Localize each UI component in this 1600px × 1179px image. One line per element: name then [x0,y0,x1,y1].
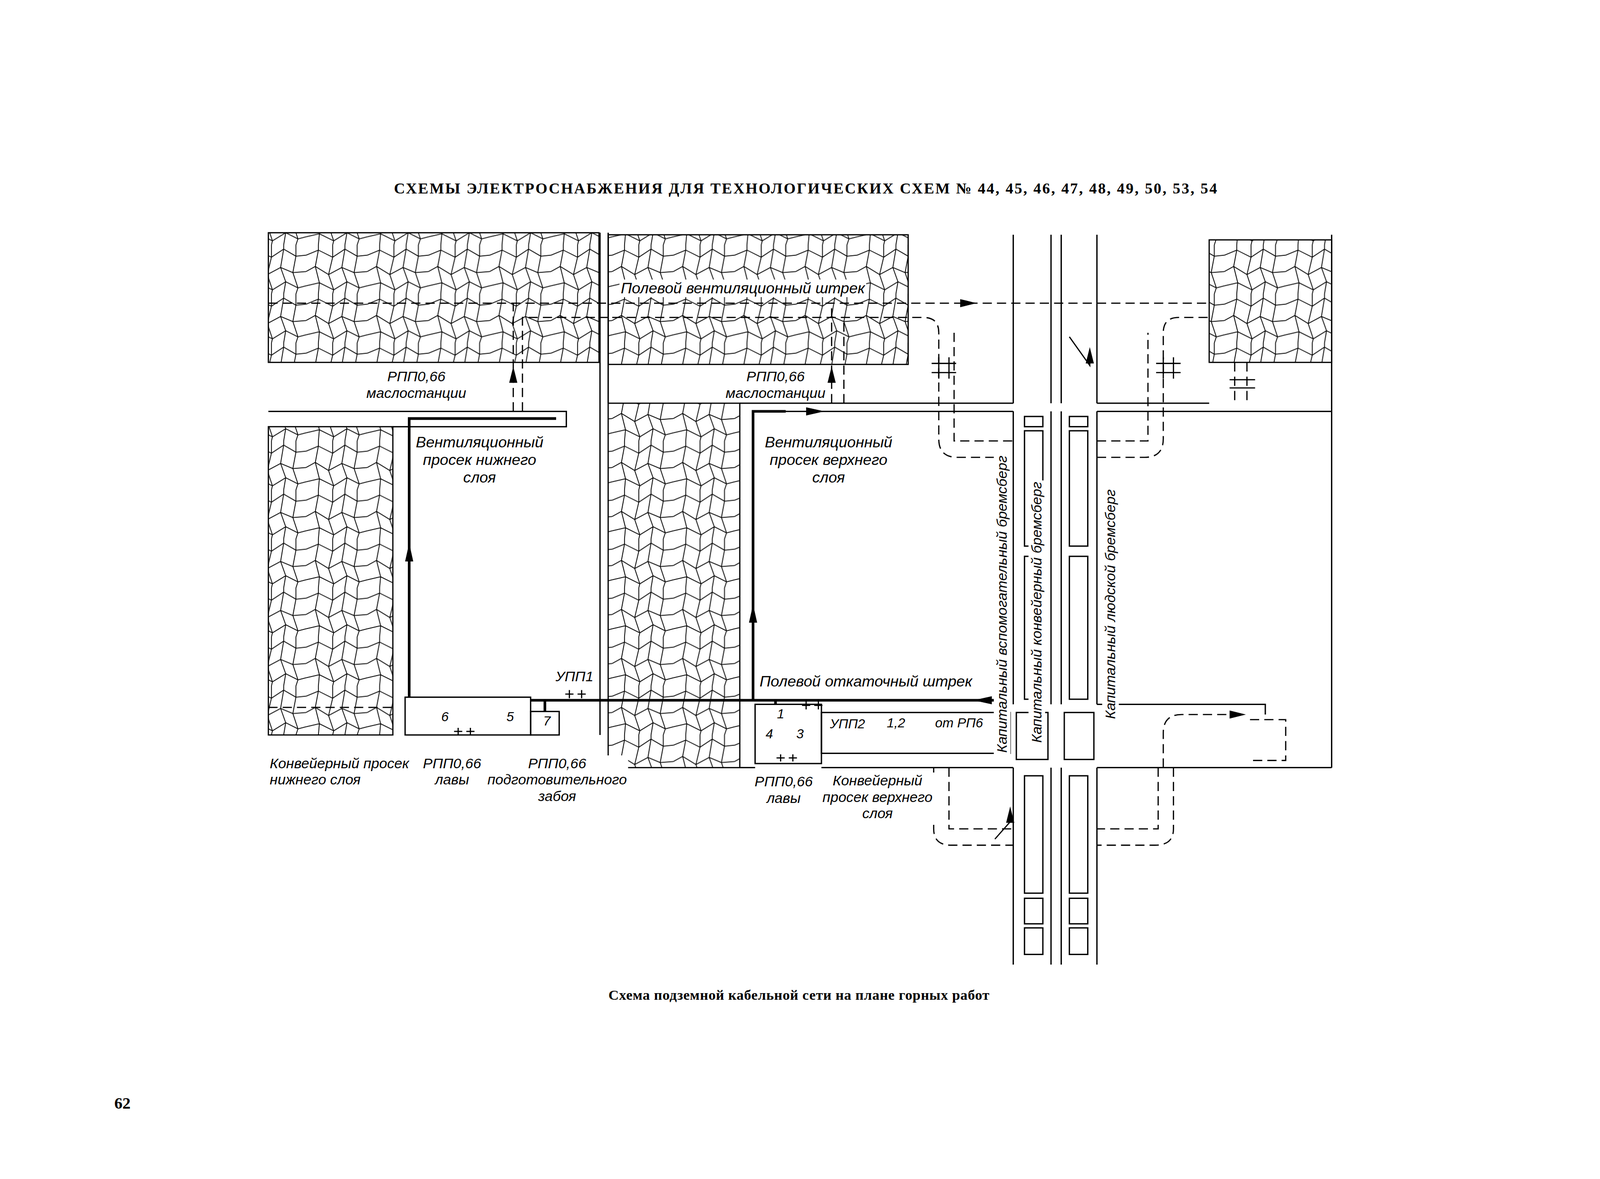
mine-workings [1069,430,1089,547]
mine-workings [268,232,1332,965]
rock-mass [268,232,600,363]
plan-label: УПП1 [554,668,596,685]
arrowhead [827,366,836,383]
mine-workings [268,232,1332,965]
mine-workings [1064,712,1094,760]
plan-label: 1,2 [885,715,907,731]
plan-label: от РП6 [933,715,985,731]
plan-label: РПП0,66 подготовительного забоя [485,755,628,805]
page-number: 62 [114,1093,131,1113]
mine-workings [404,697,531,735]
plan-label: Конвейерный просек нижнего слоя [268,755,424,789]
arrowhead [404,542,414,562]
arrowhead [1006,806,1015,823]
mine-workings [530,711,560,735]
plan-label: Вентиляционный просек верхнего слоя [761,433,897,487]
cable-line [409,411,995,712]
mine-workings [1069,927,1089,955]
page-title: СХЕМЫ ЭЛЕКТРОСНАБЖЕНИЯ ДЛЯ ТЕХНОЛОГИЧЕСК… [394,179,1219,198]
mine-workings [1069,898,1089,925]
plan-label: Полевой вентиляционный штрек [619,279,867,298]
mine-workings [755,704,822,764]
arrowhead [749,604,758,623]
plan-label: РПП0,66 маслостанции [724,368,828,402]
plan-label: РПП0,66 лавы [753,773,815,807]
rock-mass [268,426,394,735]
mine-workings [1069,775,1089,894]
figure-caption: Схема подземной кабельной сети на плане … [608,986,990,1004]
mine-workings [1024,775,1043,894]
plan-label: Полевой откаточный штрек [758,672,974,691]
plan-label: Вентиляционный просек нижнего слоя [412,433,547,487]
rock-mass [1209,240,1332,363]
plan-label: УПП2 [828,716,867,732]
air-door-mark [931,337,1255,839]
cable-line [409,411,995,712]
air-route [268,303,1286,846]
plan-label: 3 [794,726,806,742]
plan-label: Конвейерный просек верхнего слоя [814,772,941,822]
arrowhead [960,298,977,308]
arrowhead [973,695,993,704]
mine-workings [1024,898,1043,925]
mine-workings [1069,556,1089,700]
air-route [268,303,1286,846]
working-name: Капитальный людской бремсберг [1101,487,1119,721]
working-name: Капитальный вспомогательный бремсберг [993,453,1011,754]
air-door-mark [931,337,1255,839]
working-name: Капитальный конвейерный бремсберг [1028,480,1046,744]
arrowhead [509,366,518,383]
switch-mark [453,689,823,762]
rock-mass [268,232,1332,768]
plan-label: 6 [439,709,451,725]
rock-mass [607,234,908,365]
mine-workings [1024,416,1043,427]
plan-label: РПП0,66 маслостанции [365,368,468,402]
arrowhead [806,407,825,416]
arrowhead [1085,346,1094,364]
plan-label: 5 [505,709,516,725]
switch-mark [453,689,823,762]
plan-label: 4 [764,726,775,742]
arrowhead [404,298,1246,823]
mine-workings [1069,416,1089,427]
arrowhead [1229,710,1246,719]
plan-label: РПП0,66 лавы [421,755,483,789]
plan-label: 1 [775,706,786,722]
mine-workings [821,712,1011,754]
plan-label: 7 [541,713,553,729]
rock-mass [607,403,740,768]
mine-workings [1024,927,1043,955]
